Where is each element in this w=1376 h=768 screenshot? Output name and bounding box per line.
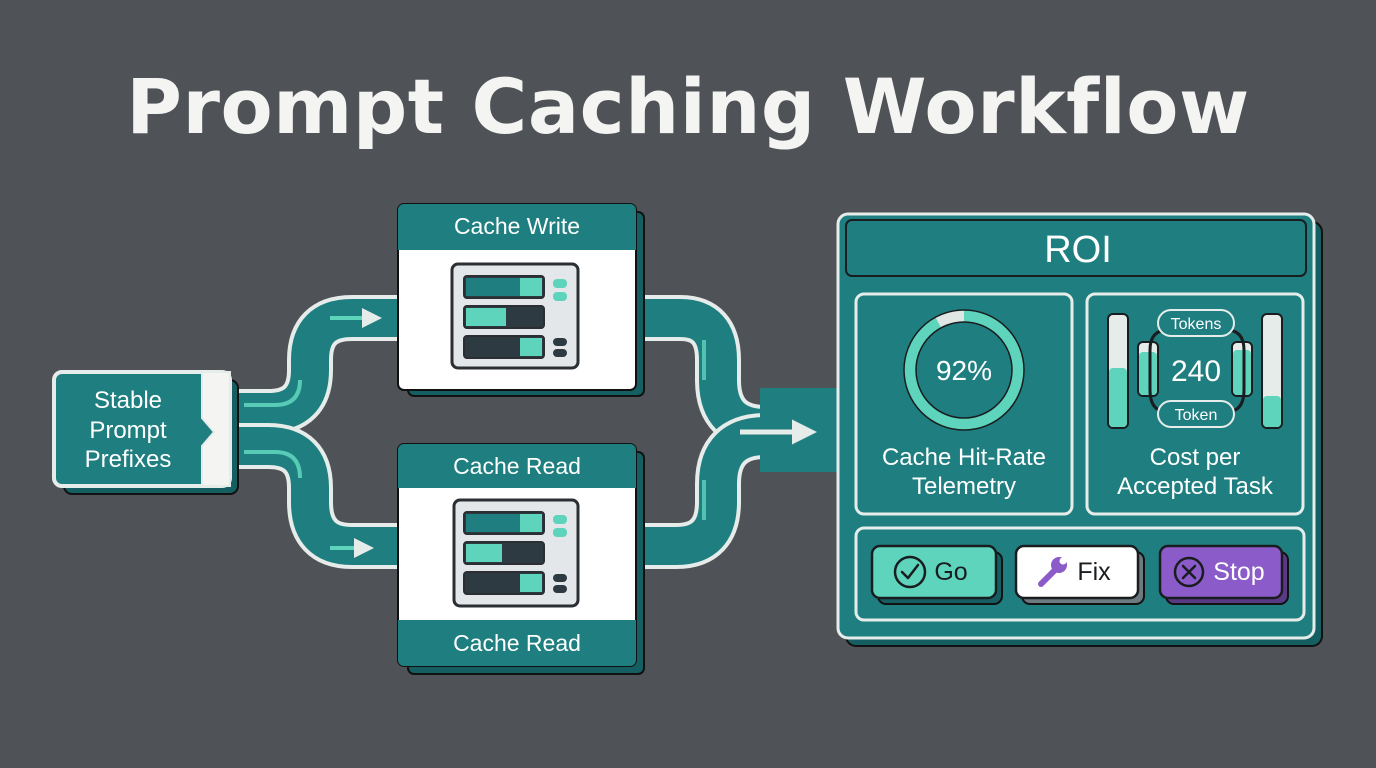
cost-card: Tokens 240 Token Cost per Accepted Task (1085, 292, 1305, 516)
source-label-line2: Prompt (89, 417, 167, 444)
page-title: Prompt Caching Workflow (126, 62, 1250, 151)
stop-button[interactable]: Stop (1158, 544, 1289, 605)
source-label-line3: Prefixes (85, 446, 172, 473)
check-circle-icon (893, 555, 927, 589)
source-node: Stable Prompt Prefixes (52, 370, 239, 495)
go-button[interactable]: Go (870, 544, 1003, 605)
flow-pipes (232, 280, 846, 584)
cost-label-line1: Cost per (1150, 444, 1241, 471)
hit-rate-label-line2: Telemetry (912, 473, 1016, 500)
go-button-label: Go (934, 558, 967, 586)
cost-top-tag: Tokens (1171, 316, 1222, 333)
wrench-icon (1038, 557, 1067, 587)
hit-rate-label-line1: Cache Hit-Rate (882, 444, 1046, 471)
source-label-line1: Stable (94, 387, 162, 414)
cost-bottom-tag: Token (1175, 407, 1218, 424)
cache-read-label-top: Cache Read (453, 453, 581, 479)
server-icon (452, 498, 580, 608)
actions-row (854, 526, 1306, 622)
roi-panel: ROI 92% Cache Hit-Rate Telemetry (836, 212, 1323, 647)
roi-title: ROI (1044, 229, 1112, 271)
x-circle-icon (1173, 556, 1205, 588)
hit-rate-value: 92% (936, 355, 992, 386)
cost-value: 240 (1171, 355, 1221, 388)
cache-read-label-bottom: Cache Read (453, 630, 581, 656)
cache-write-label: Cache Write (454, 213, 580, 239)
hit-rate-ring (904, 310, 1024, 430)
cache-write-node: Cache Write (397, 203, 645, 397)
cost-label-line2: Accepted Task (1117, 473, 1274, 500)
fix-button-label: Fix (1077, 558, 1111, 586)
cache-read-node: Cache Read Cache Read (397, 443, 645, 675)
fix-button[interactable]: Fix (1014, 544, 1145, 605)
server-icon (450, 262, 580, 370)
hit-rate-card: 92% Cache Hit-Rate Telemetry (854, 292, 1074, 516)
stop-button-label: Stop (1213, 558, 1264, 586)
